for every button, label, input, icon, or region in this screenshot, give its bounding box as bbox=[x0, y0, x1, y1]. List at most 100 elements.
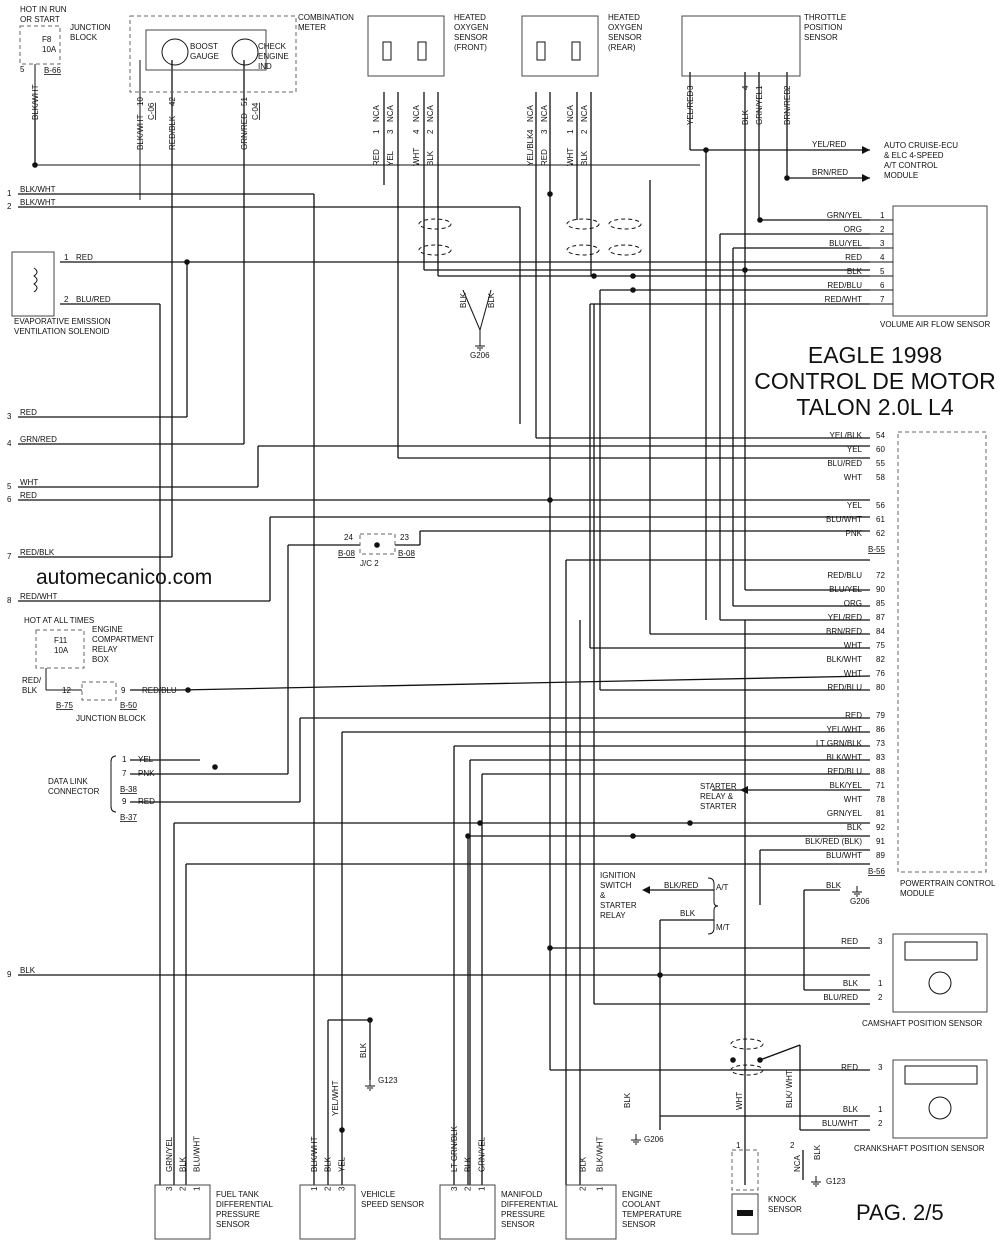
pcm-pin-num-62: 62 bbox=[876, 529, 885, 538]
connector-marks bbox=[11, 15, 988, 1240]
ignition-label-4: STARTER bbox=[600, 901, 637, 910]
pcm-pin-label-58: WHT bbox=[844, 473, 862, 482]
splice-2 bbox=[630, 273, 636, 279]
jb-mid-wire: RED/BLU bbox=[142, 686, 177, 695]
fuel-tank-sensor-wire-2: BLU/WHT bbox=[192, 1136, 201, 1172]
camshaft-name: CAMSHAFT POSITION SENSOR bbox=[862, 1019, 983, 1028]
evap-pin-1: 1 bbox=[64, 253, 69, 262]
tps-box bbox=[681, 15, 801, 77]
shield-bot-1 bbox=[566, 244, 600, 256]
jc2-conn-2: B-08 bbox=[398, 549, 415, 558]
pcm-pin-num-92: 92 bbox=[876, 823, 885, 832]
left-wire-label-9: RED/WHT bbox=[20, 592, 57, 601]
jb-top-label-2: OR START bbox=[20, 15, 60, 24]
fuse-f8-label-2: 10A bbox=[42, 45, 57, 54]
pcm-conn-2: B-56 bbox=[868, 867, 885, 876]
splice-1 bbox=[591, 273, 597, 279]
page-title: EAGLE 1998 CONTROL DE MOTOR TALON 2.0L L… bbox=[740, 342, 1000, 420]
o2-rear-pin-1: 3 bbox=[540, 129, 549, 134]
camshaft-sensor-box bbox=[892, 933, 988, 1013]
ecrb-name-4: BOX bbox=[92, 655, 110, 664]
vss-sensor-wire-0: BLK/WHT bbox=[310, 1136, 319, 1172]
pcm-pin-num-91: 91 bbox=[876, 837, 885, 846]
pcm-pin-label-55: BLU/RED bbox=[827, 459, 862, 468]
pcm-pin-num-75: 75 bbox=[876, 641, 885, 650]
tps-pin-3: 2 bbox=[783, 85, 792, 90]
o2-front-wire-0: RED bbox=[372, 149, 381, 166]
o2-front-box bbox=[367, 15, 445, 77]
cruise-arrow-1 bbox=[862, 146, 870, 154]
cam-gnd-wire: BLK bbox=[826, 881, 842, 890]
title-line-3: TALON 2.0L L4 bbox=[796, 394, 954, 420]
o2-rear-nca-2: NCA bbox=[566, 104, 575, 122]
fuel-tank-sensor-pin-0: 3 bbox=[165, 1186, 174, 1191]
pcm-pin-num-85: 85 bbox=[876, 599, 885, 608]
o2-front-pin-0: 1 bbox=[372, 129, 381, 134]
fuel-tank-sensor-label-3: PRESSURE bbox=[216, 1210, 260, 1219]
ect-sensor-wire-1: BLK/WHT bbox=[595, 1136, 604, 1172]
pcm-pin-label-54: YEL/BLK bbox=[830, 431, 863, 440]
ect-sensor-label-3: TEMPERATURE bbox=[622, 1210, 682, 1219]
combination-meter-name-2: METER bbox=[298, 23, 326, 32]
jb-mid-pin-2: 9 bbox=[121, 686, 126, 695]
pcm-pin-num-79: 79 bbox=[876, 711, 885, 720]
ecrb-name-3: RELAY bbox=[92, 645, 118, 654]
g123-label-1: G123 bbox=[378, 1076, 398, 1085]
meter-pin-2: 51 bbox=[240, 97, 249, 106]
pcm-pin-label-72: RED/BLU bbox=[827, 571, 862, 580]
fuel-tank-sensor-label-1: FUEL TANK bbox=[216, 1190, 260, 1199]
pcm-box bbox=[897, 431, 987, 873]
pcm-pin-label-60: YEL bbox=[847, 445, 863, 454]
splice-7 bbox=[477, 820, 483, 826]
left-wire-num-9: 8 bbox=[7, 596, 12, 605]
o2-front-pin-3: 2 bbox=[426, 129, 435, 134]
o2-rear-label-4: (REAR) bbox=[608, 43, 636, 52]
dlc-pin-label-0: YEL bbox=[138, 755, 154, 764]
fuse-f11-label-1: F11 bbox=[54, 636, 68, 645]
fuse-f11-label-2: 10A bbox=[54, 646, 69, 655]
left-wire-num-1: 2 bbox=[7, 202, 12, 211]
fuse-f8-label-1: F8 bbox=[42, 35, 52, 44]
fuel-tank-sensor-label-2: DIFFERENTIAL bbox=[216, 1200, 273, 1209]
pcm-pin-num-81: 81 bbox=[876, 809, 885, 818]
manifold-sensor-label-1: MANIFOLD bbox=[501, 1190, 543, 1199]
cam-pin-label-0: RED bbox=[841, 937, 858, 946]
cruise-wire-2: BRN/RED bbox=[812, 168, 848, 177]
pcm-pin-label-61: BLU/WHT bbox=[826, 515, 862, 524]
pcm-pin-label-84: BRN/RED bbox=[826, 627, 862, 636]
o2-front-label-2: OXYGEN bbox=[454, 23, 488, 32]
knock-pin-1: 1 bbox=[736, 1141, 741, 1150]
left-wire-label-8: RED/BLK bbox=[20, 548, 55, 557]
junction-block-mid-box bbox=[81, 681, 117, 701]
tps-label-3: SENSOR bbox=[804, 33, 838, 42]
ignition-mt: M/T bbox=[716, 923, 730, 932]
cam-pin-label-1: BLK bbox=[843, 979, 859, 988]
splice-10 bbox=[465, 833, 471, 839]
o2-rear-nca-0: NCA bbox=[526, 104, 535, 122]
meter-wire-label-1: RED/BLK bbox=[168, 115, 177, 150]
vss-sensor-pin-2: 3 bbox=[337, 1186, 346, 1191]
splice-14 bbox=[730, 1057, 736, 1063]
fuel-tank-sensor-wire-1: BLK bbox=[179, 1156, 188, 1172]
ignition-bracket bbox=[707, 877, 719, 935]
pcm-pin-num-86: 86 bbox=[876, 725, 885, 734]
knock-nca: NCA bbox=[793, 1154, 802, 1172]
left-wire-num-0: 1 bbox=[7, 189, 12, 198]
o2-rear-box bbox=[521, 15, 599, 77]
o2-front-nca-2: NCA bbox=[412, 104, 421, 122]
left-wire-label-0: BLK/WHT bbox=[20, 185, 56, 194]
ecrb-box bbox=[35, 629, 85, 669]
knock-blk: BLK bbox=[813, 1144, 822, 1160]
left-wire-label-7: RED bbox=[20, 491, 37, 500]
meter-conn-0: C-06 bbox=[147, 102, 156, 120]
pcm-pin-num-72: 72 bbox=[876, 571, 885, 580]
jb-mid-name: JUNCTION BLOCK bbox=[76, 714, 146, 723]
tps-wire-2: GRN/YEL bbox=[755, 89, 764, 125]
o2-rear-label-2: OXYGEN bbox=[608, 23, 642, 32]
pcm-pin-num-82: 82 bbox=[876, 655, 885, 664]
vss-sensor-box bbox=[299, 1184, 356, 1240]
o2-front-pin-2: 4 bbox=[412, 129, 421, 134]
pcm-pin-num-58: 58 bbox=[876, 473, 885, 482]
tps-pin-1: 4 bbox=[741, 85, 750, 90]
